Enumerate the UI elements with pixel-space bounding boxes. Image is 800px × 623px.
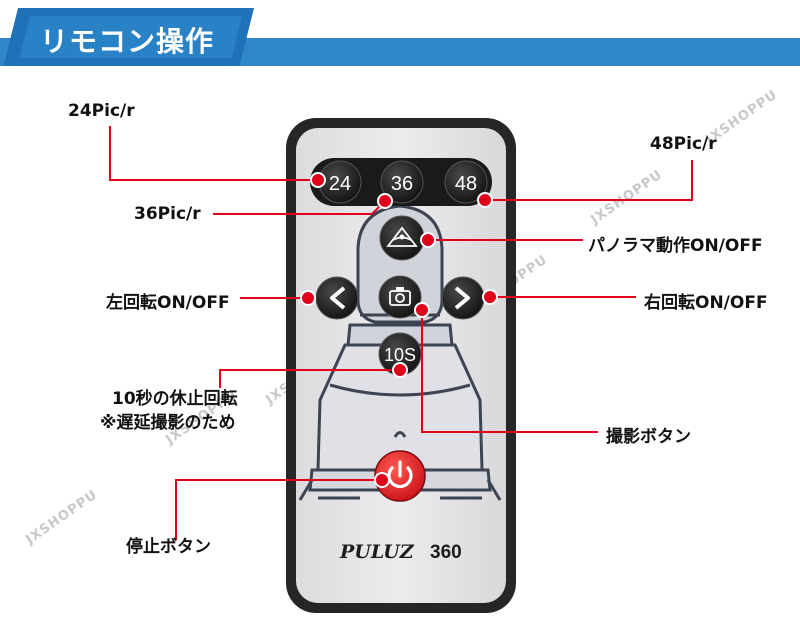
delay-10s-label: 10S	[384, 345, 416, 365]
model-label: 360	[430, 542, 462, 563]
callout-pause-line1: 10秒の休止回転	[112, 389, 238, 409]
button-48-label: 48	[455, 173, 477, 195]
chevron-left-icon	[330, 286, 346, 310]
panorama-button[interactable]	[379, 215, 425, 261]
callout-pause-line2: ※遅延撮影のため	[100, 413, 236, 433]
callout-48pic: 48Pic/r	[650, 134, 717, 154]
button-36-label: 36	[391, 173, 413, 195]
stop-button[interactable]	[374, 450, 426, 502]
callout-lines	[109, 126, 693, 540]
left-rotate-button[interactable]	[315, 276, 359, 320]
callout-dots	[300, 172, 498, 488]
callout-24pic: 24Pic/r	[68, 101, 135, 121]
camera-icon	[389, 287, 411, 306]
callout-36pic: 36Pic/r	[134, 204, 201, 224]
callout-left-rotate: 左回転ON/OFF	[106, 293, 230, 313]
button-36[interactable]	[380, 160, 424, 204]
power-icon	[387, 460, 413, 489]
callout-shutter: 撮影ボタン	[606, 427, 691, 447]
callout-panorama: パノラマ動作ON/OFF	[588, 236, 763, 256]
shutter-button[interactable]	[378, 275, 422, 319]
button-48[interactable]	[444, 160, 488, 204]
brand-logo: PULUZ	[339, 541, 415, 563]
callout-stop: 停止ボタン	[126, 537, 211, 557]
page-title: リモコン操作	[40, 25, 215, 58]
chevron-right-icon	[454, 286, 470, 310]
panorama-icon	[386, 226, 418, 247]
right-rotate-button[interactable]	[441, 276, 485, 320]
button-24-label: 24	[329, 173, 351, 195]
callout-right-rotate: 右回転ON/OFF	[644, 293, 768, 313]
